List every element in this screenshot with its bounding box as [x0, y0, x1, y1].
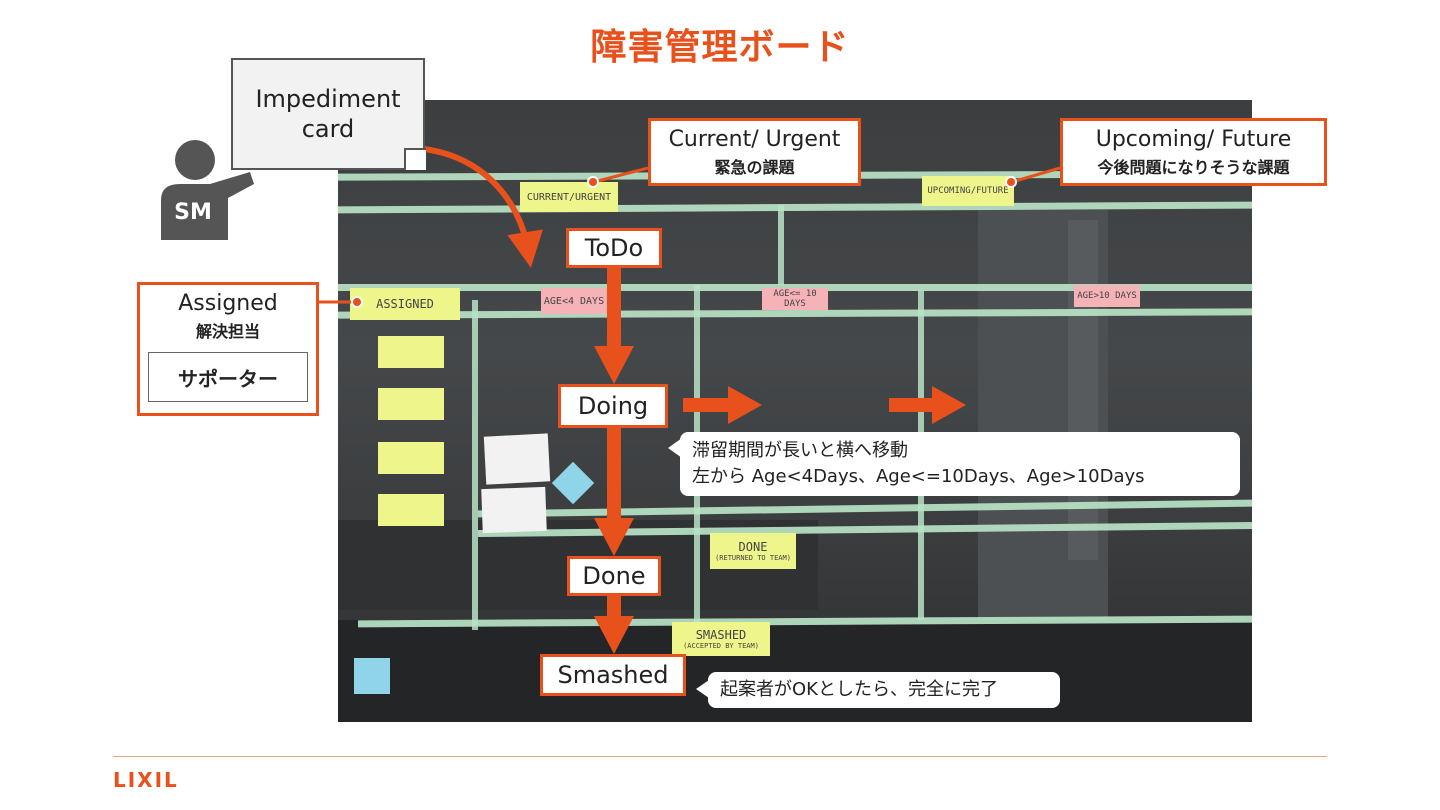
lixil-logo: LIXIL [113, 768, 179, 792]
impediment-card-line-2: card [301, 115, 355, 143]
sticky-age-3: AGE>10 DAYS [1074, 285, 1140, 307]
sticky-done: DONE (RETURNED TO TEAM) [710, 533, 796, 569]
connector-dot [587, 176, 599, 188]
sticky-smashed-title: SMASHED [695, 628, 747, 642]
smashed-note-tail [696, 680, 709, 698]
stage-todo: ToDo [566, 228, 662, 268]
assigned-callout: Assigned 解決担当 サポーター [137, 282, 319, 416]
arrow-icon [607, 426, 621, 520]
sticky-current: CURRENT/URGENT [520, 182, 618, 212]
sticky-assigned: ASSIGNED [350, 288, 460, 320]
arrow-icon [728, 386, 762, 424]
sticky-task [378, 494, 444, 526]
sticky-task [378, 388, 444, 420]
sticky-done-title: DONE [738, 540, 768, 554]
doing-note: 滞留期間が長いと横へ移動 左から Age<4Days、Age<=10Days、A… [680, 432, 1240, 496]
stage-done: Done [567, 556, 661, 596]
smashed-note: 起案者がOKとしたら、完全に完了 [708, 672, 1060, 708]
current-urgent-jp: 緊急の課題 [714, 157, 795, 177]
doing-note-line-2: 左から Age<4Days、Age<=10Days、Age>10Days [692, 466, 1145, 488]
upcoming-future-en: Upcoming/ Future [1095, 126, 1292, 152]
impediment-card-line-1: Impediment [255, 85, 401, 113]
connector-line [1011, 166, 1061, 184]
stage-smashed: Smashed [540, 654, 686, 696]
tape-line [338, 284, 1252, 291]
curve-arrow-icon [409, 145, 543, 268]
sticky-done-sub: (RETURNED TO TEAM) [715, 554, 791, 562]
current-urgent-en: Current/ Urgent [668, 126, 841, 152]
tape-column [472, 300, 478, 630]
assigned-jp: 解決担当 [195, 322, 260, 341]
stage-doing: Doing [558, 384, 668, 428]
connector-line [593, 166, 649, 184]
arrow-icon [889, 398, 935, 412]
sticky-age-2: AGE<= 10 DAYS [762, 288, 828, 310]
sticky-smashed: SMASHED (ACCEPTED BY TEAM) [672, 622, 770, 656]
sticky-task [378, 336, 444, 368]
current-urgent-callout: Current/ Urgent 緊急の課題 [648, 118, 861, 186]
arrow-icon [594, 616, 634, 654]
upcoming-future-callout: Upcoming/ Future 今後問題になりそうな課題 [1060, 118, 1327, 186]
assigned-role: サポーター [148, 352, 308, 402]
arrow-icon [594, 518, 634, 556]
connector-dot [1005, 176, 1017, 188]
impediment-card-fold [404, 148, 426, 170]
sticky-cyan [354, 658, 390, 694]
arrow-icon [607, 596, 621, 618]
person-icon [161, 172, 254, 240]
arrow-icon [594, 346, 634, 384]
doing-note-line-1: 滞留期間が長いと横へ移動 [692, 440, 908, 461]
doing-note-tail [668, 438, 682, 458]
tape-column [778, 205, 784, 285]
arrow-icon [683, 398, 731, 412]
sm-label: SM [174, 200, 212, 225]
arrow-icon [932, 386, 966, 424]
person-head-icon [175, 140, 215, 180]
footer-divider [113, 756, 1327, 757]
assigned-en: Assigned [178, 291, 278, 316]
impediment-card: Impediment card [231, 58, 425, 170]
sticky-age-1: AGE<4 DAYS [541, 288, 607, 314]
sticky-upcoming: UPCOMING/FUTURE [922, 176, 1014, 206]
arrow-icon [607, 266, 621, 348]
slide-title: 障害管理ボード [590, 27, 850, 68]
sticky-task [378, 442, 444, 474]
connector-dot [351, 296, 363, 308]
upcoming-future-jp: 今後問題になりそうな課題 [1097, 157, 1290, 177]
sticky-smashed-sub: (ACCEPTED BY TEAM) [683, 642, 759, 650]
